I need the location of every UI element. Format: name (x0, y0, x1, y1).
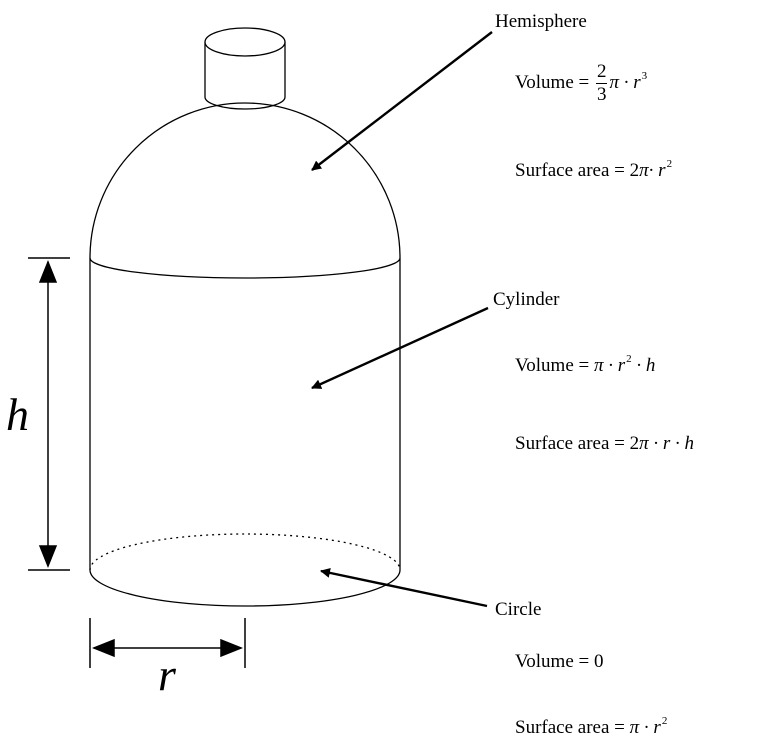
height-dimension (28, 257, 70, 571)
cylinder-surface-formula: Surface area = 2π · r · h (515, 433, 695, 454)
cylinder-volume-formula: Volume = π · r2 · h (515, 353, 656, 376)
radius-dimension (89, 618, 246, 668)
height-label: h (6, 389, 29, 440)
hemisphere-outline (89, 102, 401, 259)
cylinder-body (89, 257, 401, 570)
pointer-arrows (311, 31, 493, 608)
circle-arrow (320, 567, 488, 608)
circle-title: Circle (495, 599, 542, 620)
base-circle (89, 533, 401, 607)
neck-cap (204, 27, 286, 110)
cylinder-title: Cylinder (493, 289, 560, 310)
cylinder-arrow (311, 306, 489, 390)
hemisphere-arrow (311, 31, 493, 171)
circle-surface-formula: Surface area = π · r2 (515, 715, 668, 738)
hemisphere-title: Hemisphere (495, 11, 587, 32)
radius-label: r (158, 649, 176, 700)
hemisphere-surface-formula: Surface area = 2π· r2 (515, 158, 673, 181)
circle-volume-formula: Volume = 0 (515, 651, 604, 672)
